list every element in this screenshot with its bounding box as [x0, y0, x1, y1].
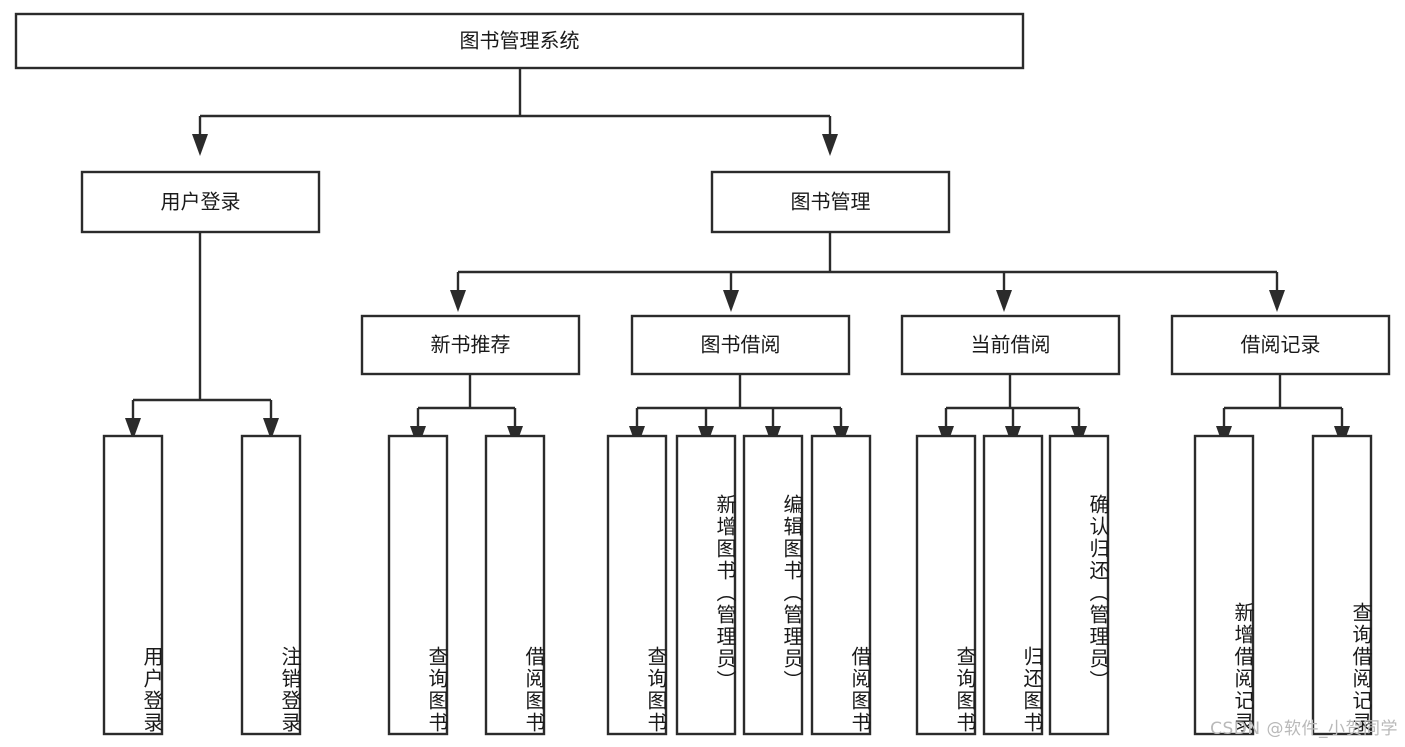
node-box-leaf-5[interactable] — [606, 434, 668, 736]
connector-bus-login — [125, 232, 279, 440]
arrow-head-icon — [450, 290, 466, 312]
node-box-leaf-7[interactable] — [742, 434, 804, 736]
node-label-bookmgmt: 图书管理 — [791, 190, 871, 214]
connector-bus-bookmgmt — [450, 232, 1285, 312]
node-boxes-layer — [14, 12, 1391, 736]
node-box-leaf-9[interactable] — [915, 434, 977, 736]
arrow-head-icon — [1269, 290, 1285, 312]
node-box-leaf-8[interactable] — [810, 434, 872, 736]
node-box-leaf-3[interactable] — [387, 434, 449, 736]
arrow-head-icon — [263, 418, 279, 440]
node-box-records[interactable] — [1170, 314, 1391, 376]
node-label-current: 当前借阅 — [971, 333, 1051, 357]
node-box-current[interactable] — [900, 314, 1121, 376]
node-box-leaf-6[interactable] — [675, 434, 737, 736]
connector-edges-layer — [125, 68, 1350, 448]
node-label-newbook: 新书推荐 — [431, 333, 511, 357]
node-box-leaf-11[interactable] — [1048, 434, 1110, 736]
arrow-head-icon — [192, 134, 208, 156]
connector-bus-root — [192, 68, 838, 156]
csdn-watermark: CSDN @软件_小贺同学 — [1210, 719, 1398, 739]
node-box-leaf-4[interactable] — [484, 434, 546, 736]
arrow-head-icon — [723, 290, 739, 312]
node-box-leaf-10[interactable] — [982, 434, 1044, 736]
node-box-leaf-13[interactable] — [1311, 434, 1373, 736]
node-label-borrow: 图书借阅 — [701, 333, 781, 357]
connector-bus-borrow — [629, 374, 849, 448]
node-box-newbook[interactable] — [360, 314, 581, 376]
node-box-login[interactable] — [80, 170, 321, 234]
node-label-login: 用户登录 — [161, 190, 241, 214]
arrow-head-icon — [996, 290, 1012, 312]
arrow-head-icon — [822, 134, 838, 156]
node-box-leaf-1[interactable] — [102, 434, 164, 736]
node-box-bookmgmt[interactable] — [710, 170, 951, 234]
node-box-leaf-12[interactable] — [1193, 434, 1255, 736]
node-box-root[interactable] — [14, 12, 1025, 70]
node-box-borrow[interactable] — [630, 314, 851, 376]
node-label-records: 借阅记录 — [1241, 333, 1321, 357]
node-box-leaf-2[interactable] — [240, 434, 302, 736]
node-label-root: 图书管理系统 — [460, 29, 580, 53]
arrow-head-icon — [125, 418, 141, 440]
